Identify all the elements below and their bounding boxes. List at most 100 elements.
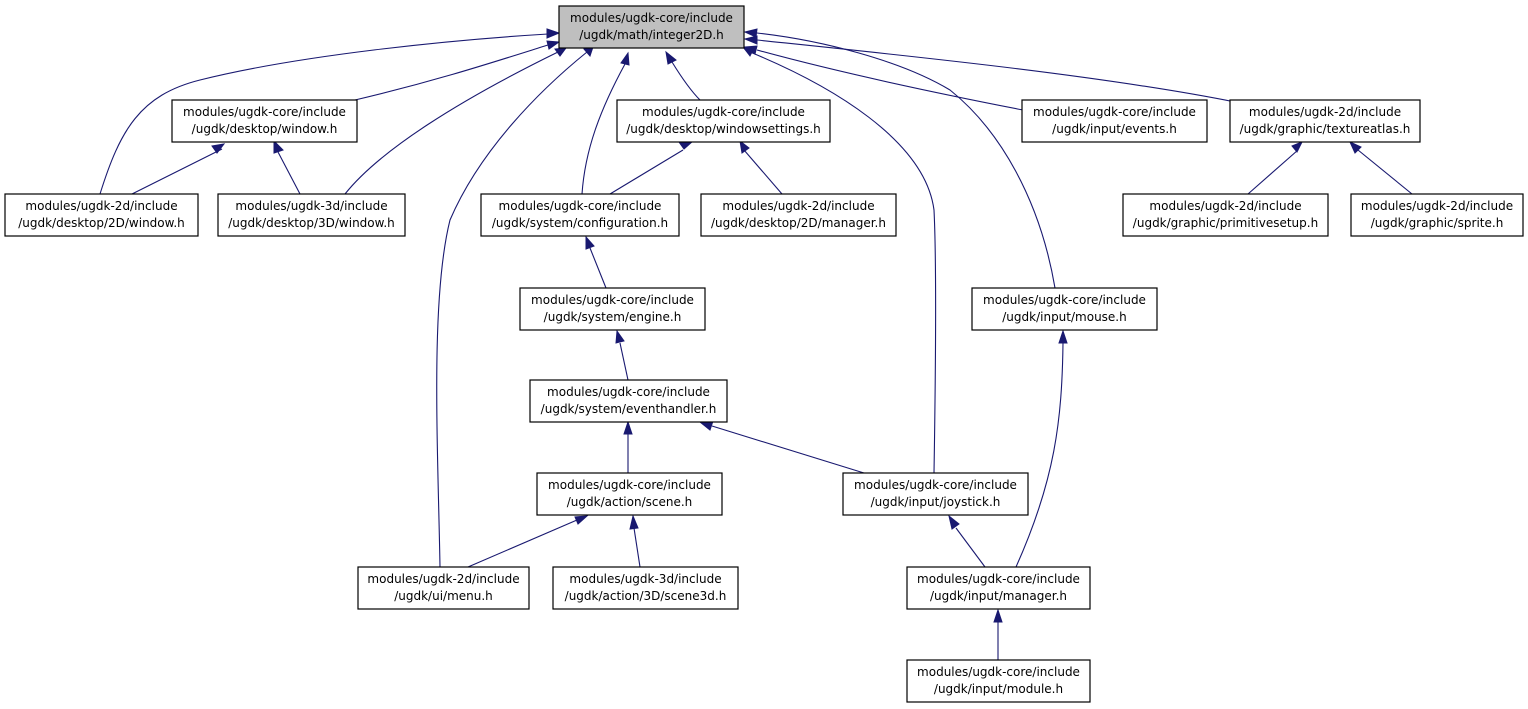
node-label-line1: modules/ugdk-2d/include: [367, 572, 519, 586]
arrow-manager-to-joystick: [948, 514, 960, 530]
arrow-2dmanager-to-windowsettings: [739, 139, 750, 154]
node-integer2d[interactable]: modules/ugdk-core/include /ugdk/math/int…: [558, 5, 745, 49]
edge-engine-to-configuration: [589, 247, 607, 289]
node-label-line1: modules/ugdk-2d/include: [1361, 199, 1513, 213]
arrowheads: [211, 28, 1362, 623]
node-menu[interactable]: modules/ugdk-2d/include /ugdk/ui/menu.h: [357, 566, 530, 610]
node-label-line2: /ugdk/input/events.h: [1052, 122, 1177, 136]
arrow-events-to-integer2d: [743, 45, 758, 55]
edge-events-to-integer2d: [756, 49, 1024, 111]
node-box: [480, 193, 680, 237]
node-label-line1: modules/ugdk-2d/include: [1249, 105, 1401, 119]
arrow-2dwindow-to-integer2d: [546, 28, 561, 39]
node-box: [1021, 99, 1208, 143]
node-label-line1: modules/ugdk-core/include: [499, 199, 662, 213]
node-label-line2: /ugdk/system/eventhandler.h: [541, 402, 717, 416]
node-label-line2: /ugdk/input/manager.h: [930, 589, 1067, 603]
edge-windowsettings-to-integer2d: [671, 61, 701, 101]
node-box: [906, 566, 1091, 610]
node-label-line1: modules/ugdk-core/include: [642, 105, 805, 119]
node-label-line2: /ugdk/input/joystick.h: [871, 495, 1001, 509]
edge-textureatlas-to-integer2d: [756, 39, 1236, 103]
node-label-line2: /ugdk/ui/menu.h: [394, 589, 493, 603]
arrow-scene-to-eventhandler: [623, 420, 633, 435]
node-3d-window[interactable]: modules/ugdk-3d/include /ugdk/desktop/3D…: [217, 193, 406, 237]
node-label-line2: /ugdk/desktop/windowsettings.h: [626, 122, 821, 136]
node-label-line1: modules/ugdk-core/include: [531, 293, 694, 307]
edge-menu-to-integer2d: [436, 51, 588, 568]
node-input-manager[interactable]: modules/ugdk-core/include /ugdk/input/ma…: [906, 566, 1091, 610]
node-label-line1: modules/ugdk-2d/include: [25, 199, 177, 213]
node-label-line1: modules/ugdk-2d/include: [1149, 199, 1301, 213]
node-box: [700, 193, 897, 237]
node-label-line2: /ugdk/desktop/3D/window.h: [228, 216, 395, 230]
node-label-line2: /ugdk/action/scene.h: [567, 495, 693, 509]
edge-2dwindow-to-integer2d: [99, 33, 549, 195]
node-mouse[interactable]: modules/ugdk-core/include /ugdk/input/mo…: [971, 287, 1158, 331]
edge-configuration-to-integer2d: [581, 63, 626, 195]
edges: [99, 32, 1413, 660]
node-box: [971, 287, 1158, 331]
node-label-line1: modules/ugdk-core/include: [547, 385, 710, 399]
node-sprite[interactable]: modules/ugdk-2d/include /ugdk/graphic/sp…: [1350, 193, 1524, 237]
node-label-line1: modules/ugdk-2d/include: [722, 199, 874, 213]
node-label-line1: modules/ugdk-core/include: [1033, 105, 1196, 119]
node-label-line1: modules/ugdk-core/include: [854, 478, 1017, 492]
edge-window-to-integer2d: [354, 44, 549, 101]
edge-2dmanager-to-windowsettings: [743, 149, 783, 195]
node-2d-window[interactable]: modules/ugdk-2d/include /ugdk/desktop/2D…: [4, 193, 199, 237]
node-configuration[interactable]: modules/ugdk-core/include /ugdk/system/c…: [480, 193, 680, 237]
edge-manager-to-joystick: [955, 527, 986, 568]
node-events[interactable]: modules/ugdk-core/include /ugdk/input/ev…: [1021, 99, 1208, 143]
node-joystick[interactable]: modules/ugdk-core/include /ugdk/input/jo…: [842, 472, 1029, 516]
node-eventhandler[interactable]: modules/ugdk-core/include /ugdk/system/e…: [529, 379, 728, 423]
node-box: [529, 379, 728, 423]
node-2d-manager[interactable]: modules/ugdk-2d/include /ugdk/desktop/2D…: [700, 193, 897, 237]
node-box: [519, 287, 706, 331]
node-label-line1: modules/ugdk-core/include: [570, 11, 733, 25]
node-desktop-window[interactable]: modules/ugdk-core/include /ugdk/desktop/…: [171, 99, 358, 143]
arrow-scene3d-to-scene: [629, 514, 639, 530]
node-box: [536, 472, 723, 516]
arrow-window-to-integer2d: [546, 40, 561, 50]
node-label-line2: /ugdk/input/mouse.h: [1002, 310, 1126, 324]
arrow-textureatlas-to-integer2d: [743, 35, 758, 45]
node-scene[interactable]: modules/ugdk-core/include /ugdk/action/s…: [536, 472, 723, 516]
edge-configuration-to-windowsettings: [609, 149, 684, 195]
node-box: [1229, 99, 1421, 143]
arrow-3dwindow-to-integer2d: [554, 47, 568, 57]
node-label-line2: /ugdk/desktop/2D/manager.h: [711, 216, 886, 230]
node-label-line1: modules/ugdk-core/include: [917, 572, 1080, 586]
node-primitivesetup[interactable]: modules/ugdk-2d/include /ugdk/graphic/pr…: [1122, 193, 1329, 237]
nodes: modules/ugdk-core/include /ugdk/math/int…: [4, 5, 1524, 703]
node-engine[interactable]: modules/ugdk-core/include /ugdk/system/e…: [519, 287, 706, 331]
node-label-line2: /ugdk/graphic/sprite.h: [1371, 216, 1504, 230]
edge-scene3d-to-scene: [633, 527, 641, 568]
node-label-line1: modules/ugdk-core/include: [983, 293, 1146, 307]
node-box: [1350, 193, 1524, 237]
arrow-module-to-manager: [993, 608, 1003, 623]
node-box: [4, 193, 199, 237]
node-box: [552, 566, 739, 610]
arrow-2dwindow-to-window: [211, 143, 226, 154]
node-label-line2: /ugdk/desktop/window.h: [192, 122, 338, 136]
node-box: [842, 472, 1029, 516]
node-label-line2: /ugdk/action/3D/scene3d.h: [565, 589, 727, 603]
edge-3dwindow-to-integer2d: [344, 51, 559, 195]
node-scene3d[interactable]: modules/ugdk-3d/include /ugdk/action/3D/…: [552, 566, 739, 610]
node-label-line1: modules/ugdk-core/include: [183, 105, 346, 119]
node-box: [357, 566, 530, 610]
node-box: [616, 99, 831, 143]
edge-menu-to-scene: [467, 519, 578, 568]
node-box: [171, 99, 358, 143]
edge-eventhandler-to-engine: [619, 342, 629, 381]
edge-manager-to-mouse: [1015, 342, 1064, 568]
node-windowsettings[interactable]: modules/ugdk-core/include /ugdk/desktop/…: [616, 99, 831, 143]
edge-joystick-to-integer2d: [749, 51, 937, 474]
node-label-line2: /ugdk/system/engine.h: [544, 310, 682, 324]
arrow-eventhandler-to-engine: [615, 329, 625, 344]
node-box: [906, 659, 1091, 703]
node-textureatlas[interactable]: modules/ugdk-2d/include /ugdk/graphic/te…: [1229, 99, 1421, 143]
node-input-module[interactable]: modules/ugdk-core/include /ugdk/input/mo…: [906, 659, 1091, 703]
